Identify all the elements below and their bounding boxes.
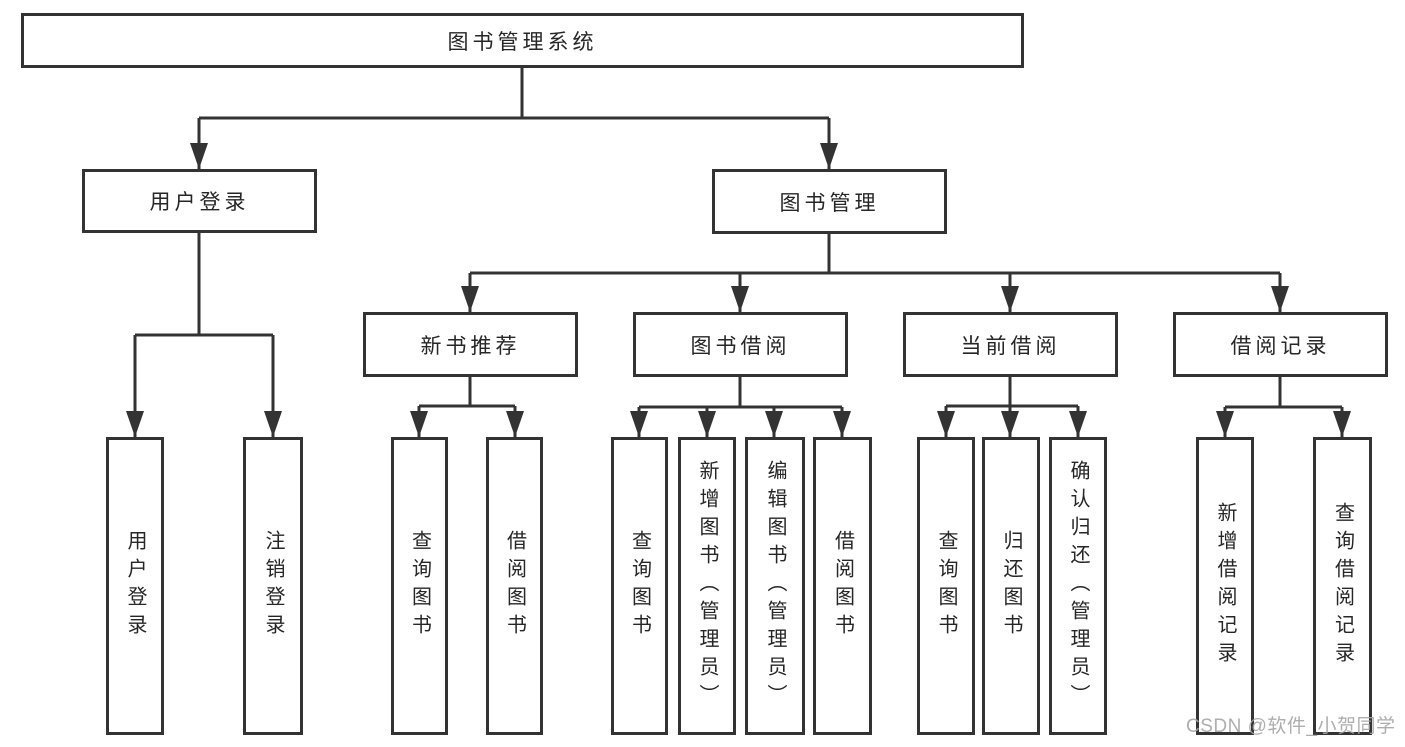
leaf-logout: 注销登录 [243,437,303,735]
leaf-edit-books-admin-label: 编辑图书（管理员） [764,460,786,712]
node-user-login: 用户登录 [82,169,317,233]
leaf-add-borrow-record-label: 新增借阅记录 [1214,502,1236,670]
leaf-borrow-books-recommend: 借阅图书 [486,437,543,735]
leaf-borrow-books-recommend-label: 借阅图书 [503,530,526,642]
leaf-return-books: 归还图书 [982,437,1040,735]
node-book-borrowing: 图书借阅 [633,312,848,377]
leaf-query-borrow-record: 查询借阅记录 [1313,437,1372,735]
node-book-management: 图书管理 [712,169,947,234]
leaf-query-books-current-label: 查询图书 [935,530,957,642]
node-current-borrowing: 当前借阅 [903,312,1118,377]
book-management-branch-line [470,234,1280,275]
leaf-user-login: 用户登录 [106,437,164,735]
leaf-query-books-current: 查询图书 [917,437,975,735]
leaf-confirm-return-admin-label: 确认归还（管理员） [1067,460,1089,712]
leaf-query-books-recommend: 查询图书 [391,437,448,735]
current-borrowing-branch-line [946,377,1078,408]
leaf-confirm-return-admin: 确认归还（管理员） [1049,437,1107,735]
leaf-borrow-books-borrowing: 借阅图书 [813,437,872,735]
node-new-book-recommend: 新书推荐 [363,312,578,377]
node-borrow-records: 借阅记录 [1173,312,1388,377]
leaf-borrow-books-borrowing-label: 借阅图书 [831,530,854,642]
leaf-add-borrow-record: 新增借阅记录 [1196,437,1254,735]
borrow-records-branch-line [1225,377,1342,409]
leaf-query-books-borrowing-label: 查询图书 [628,530,651,642]
node-root-library-system: 图书管理系统 [21,13,1024,68]
leaf-query-borrow-record-label: 查询借阅记录 [1331,502,1354,670]
leaf-user-login-label: 用户登录 [124,530,146,642]
leaf-query-books-borrowing: 查询图书 [611,437,668,735]
leaf-add-books-admin-label: 新增图书（管理员） [696,460,718,712]
leaf-return-books-label: 归还图书 [1000,530,1022,642]
new-book-recommend-branch-line [419,377,515,408]
leaf-logout-label: 注销登录 [262,530,284,642]
root-branch-line [199,68,829,120]
leaf-add-books-admin: 新增图书（管理员） [678,437,736,735]
user-login-branch-line [135,233,273,337]
csdn-watermark: CSDN @软件_小贺同学 [1186,716,1396,737]
leaf-query-books-recommend-label: 查询图书 [408,530,431,642]
leaf-edit-books-admin: 编辑图书（管理员） [745,437,805,735]
book-borrowing-branch-line [639,377,842,409]
